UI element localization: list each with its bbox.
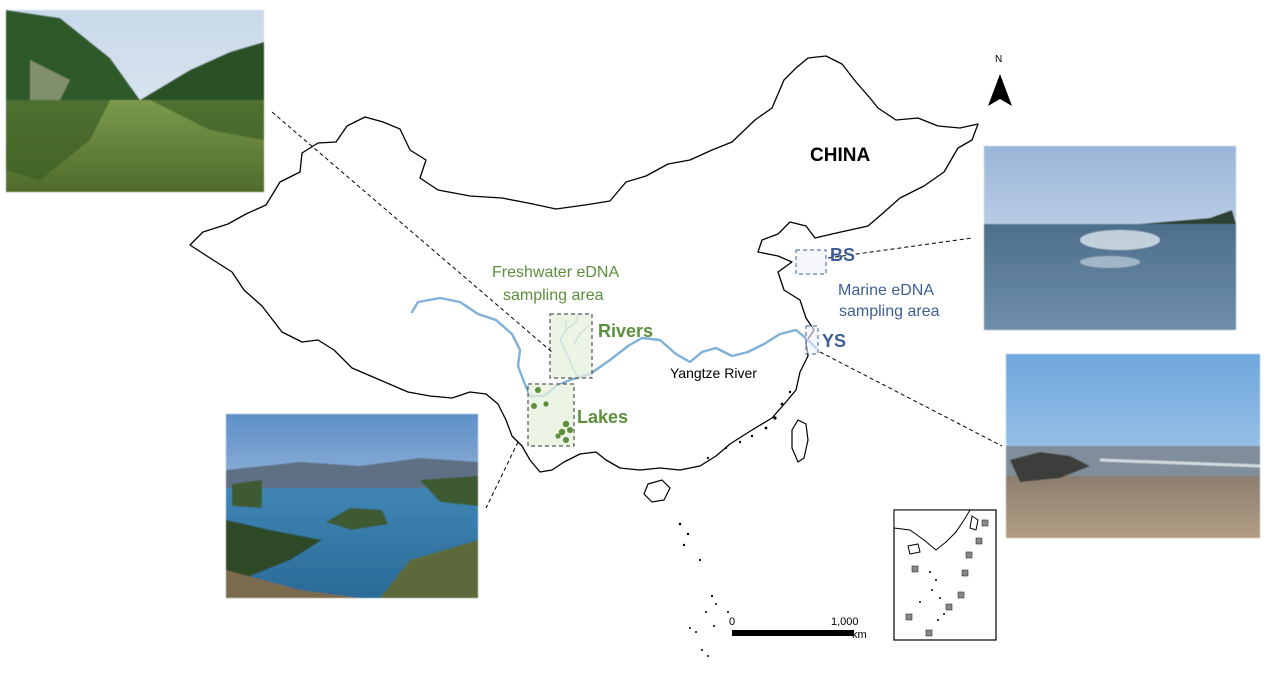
freshwater-area-label-line1: Freshwater eDNA <box>492 264 620 281</box>
north-arrow-icon <box>988 74 1012 106</box>
photo-bohai-sea <box>984 146 1236 330</box>
lakes-label: Lakes <box>577 407 629 427</box>
ys-label: YS <box>822 331 847 351</box>
taiwan-island <box>791 419 809 463</box>
yangtze-river <box>410 296 818 398</box>
country-label: CHINA <box>810 145 871 166</box>
marine-area-label-line2: sampling area <box>839 303 940 320</box>
south-china-sea-islands <box>678 522 729 657</box>
china-border <box>189 55 979 473</box>
hainan-island <box>643 479 671 503</box>
photo-lake <box>226 414 478 598</box>
scale-max-label: 1,000 <box>831 616 859 628</box>
lake-sites <box>531 387 573 443</box>
bs-label: BS <box>830 245 856 265</box>
rivers-label: Rivers <box>598 321 654 341</box>
scale-unit-label: km <box>852 629 867 641</box>
north-label: N <box>995 54 1003 65</box>
lakes-sampling-box <box>527 383 575 447</box>
rivers-sampling-box <box>549 313 593 379</box>
freshwater-area-label-line2: sampling area <box>503 287 604 304</box>
south-china-sea-inset <box>893 509 997 641</box>
photo-river-valley <box>6 10 264 192</box>
ys-sampling-box <box>805 325 819 355</box>
photo-yellow-sea <box>1006 354 1261 538</box>
photo-leader-lines <box>271 111 1003 509</box>
bs-sampling-box <box>795 249 827 275</box>
scale-zero-label: 0 <box>729 616 736 628</box>
marine-area-label-line1: Marine eDNA <box>838 282 935 299</box>
scale-bar <box>732 630 854 636</box>
coastal-islands <box>706 390 792 460</box>
yangtze-river-label: Yangtze River <box>670 365 757 381</box>
